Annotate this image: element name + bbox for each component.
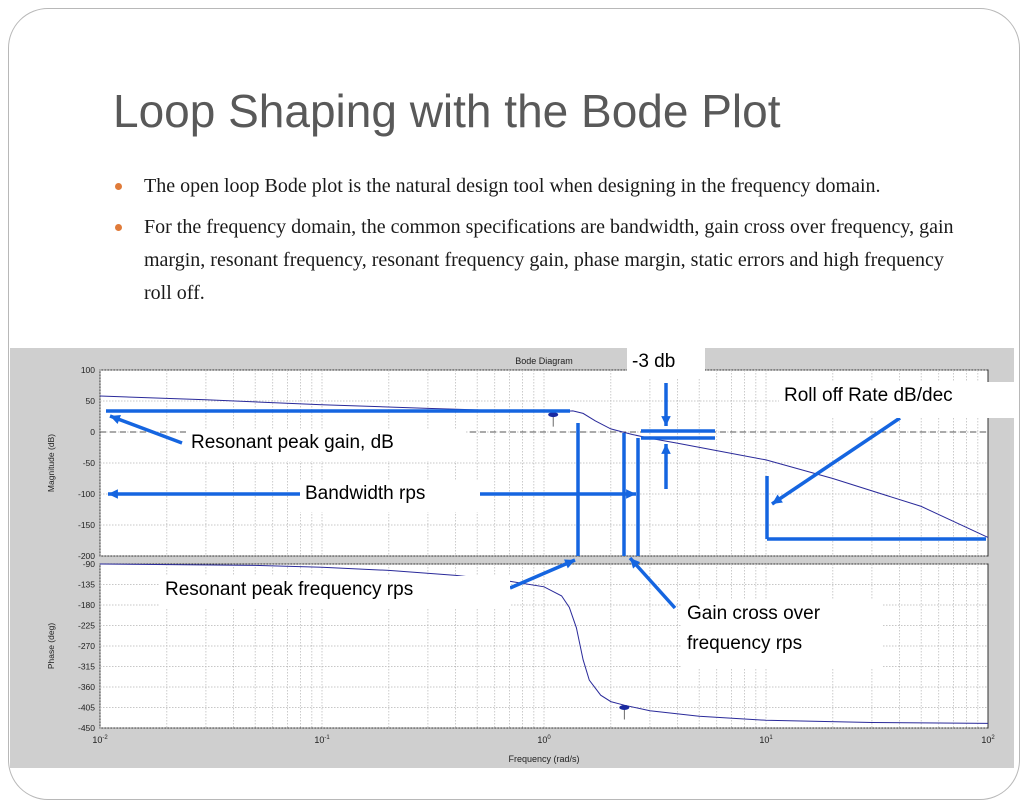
y-tick-label: -270 [78,641,95,651]
gain-crossover-arrow-head [630,558,641,569]
y-tick-label: -135 [78,580,95,590]
y-tick-label: -450 [78,723,95,733]
rolloff-arrow-head [772,494,783,504]
annotation-bandwidth-box [300,480,480,512]
annotation-rolloff-rate-box [779,382,1014,418]
bullet-item: The open loop Bode plot is the natural d… [112,170,972,203]
series-line-magnitude [99,395,989,538]
y-axis-label-phase: Phase (deg) [46,623,56,669]
resonant-peak-gain-arrow [109,414,183,445]
slide-title: Loop Shaping with the Bode Plot [113,85,781,137]
resonant-frequency-arrow [509,558,576,590]
y-axis-label-magnitude: Magnitude (dB) [46,434,56,492]
y-tick-label: -100 [78,489,95,499]
bullet-list: The open loop Bode plot is the natural d… [112,170,972,318]
resonant-frequency-arrow-head [564,559,575,569]
y-tick-label: -200 [78,551,95,561]
y-tick-label: 50 [86,396,96,406]
annotation-gain-crossover-box [682,600,882,668]
resonant-peak-gain-arrow-head [110,414,121,424]
y-tick-label: -315 [78,662,95,672]
minus3db-arrow-down-head [661,416,671,426]
gain-crossover-arrow [628,556,677,610]
data-marker [548,412,559,418]
chart-title: Bode Diagram [515,356,573,366]
bullet-dot-icon [115,183,122,190]
bandwidth-arrow-left-head [108,489,118,499]
y-tick-label: -90 [83,559,96,569]
bandwidth-arrow-right-head [626,489,636,499]
annotation-bandwidth: Bandwidth rps [305,483,425,504]
x-tick-base: 10 [759,735,769,745]
x-axis-label: Frequency (rad/s) [508,754,579,764]
x-tick-exponent: 1 [769,735,773,741]
x-tick-exponent: -2 [102,735,108,741]
y-tick-label: 0 [90,427,95,437]
x-tick-label: 100 [537,735,551,745]
annotation-gain-crossover: frequency rps [687,633,802,654]
y-tick-label: 100 [81,365,95,375]
annotation-resonant-peak-frequency: Resonant peak frequency rps [165,579,413,600]
rolloff-arrow [771,416,901,506]
y-tick-label: -405 [78,703,95,713]
x-tick-base: 10 [314,735,324,745]
x-tick-label: 102 [981,735,995,745]
y-tick-label: -50 [83,458,96,468]
x-tick-base: 10 [92,735,102,745]
x-tick-exponent: -1 [324,735,330,741]
bullet-item: For the frequency domain, the common spe… [112,211,972,310]
y-tick-label: -180 [78,600,95,610]
annotation-gain-crossover: Gain cross over [687,603,821,624]
x-tick-exponent: 0 [547,735,551,741]
y-tick-label: -225 [78,621,95,631]
x-tick-label: 101 [759,735,773,745]
y-tick-label: -360 [78,682,95,692]
series-line-phase [99,563,989,724]
x-tick-label: 10-2 [92,735,108,745]
annotation-resonant-peak-frequency-box [160,576,510,608]
x-tick-exponent: 2 [991,735,995,741]
y-tick-label: -150 [78,520,95,530]
x-tick-label: 10-1 [314,735,330,745]
x-tick-base: 10 [537,735,547,745]
data-marker [619,705,630,710]
annotation-rolloff-rate: Roll off Rate dB/dec [784,385,953,406]
annotation-minus3db: -3 db [632,351,675,372]
bullet-text: For the frequency domain, the common spe… [144,216,954,304]
annotation-resonant-peak-gain: Resonant peak gain, dB [191,432,394,453]
annotation-resonant-peak-gain-box [186,429,466,461]
bullet-dot-icon [115,224,122,231]
bode-figure: Bode Diagram100500-50-100-150-200Magnitu… [10,348,1014,768]
x-tick-base: 10 [981,735,991,745]
minus3db-arrow-up-head [661,444,671,454]
annotation-minus3db-box [627,348,705,378]
bullet-text: The open loop Bode plot is the natural d… [144,175,881,197]
